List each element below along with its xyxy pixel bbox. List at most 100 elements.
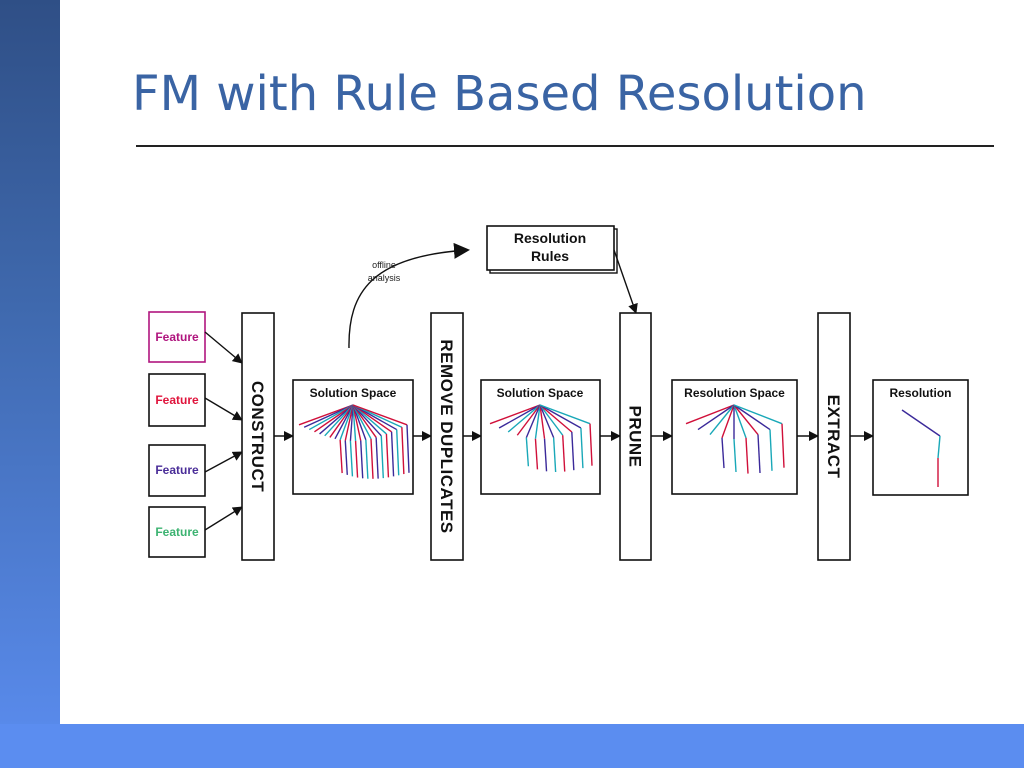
tree-branch <box>507 404 541 433</box>
tree-leaf <box>380 435 384 479</box>
resolution-box: Resolution <box>872 379 969 496</box>
feature-arrow-2 <box>204 397 243 421</box>
resolution-space-label: Resolution Space <box>684 386 785 400</box>
tree-leaf <box>562 435 566 472</box>
resolution-space-box: Resolution Space <box>671 379 798 495</box>
tree-branch <box>539 404 555 438</box>
slide-title: FM with Rule Based Resolution <box>132 66 867 122</box>
tree-branch <box>539 404 573 433</box>
tree-branch <box>334 404 354 440</box>
tree-leaf <box>571 431 575 471</box>
tree-leaf <box>354 440 359 478</box>
tree-branch <box>709 404 735 435</box>
tree-branch <box>733 404 783 425</box>
tree-branch <box>352 404 398 431</box>
resolution-path-segment <box>901 409 941 437</box>
tree-leaf <box>757 434 761 474</box>
prune-label: PRUNE <box>626 405 645 467</box>
tree-leaf <box>580 427 584 469</box>
resolution-path-segment <box>937 435 941 459</box>
tree-leaf <box>390 431 395 477</box>
tree-branch <box>352 404 387 435</box>
tree-branch <box>303 404 354 428</box>
tree-branch <box>344 404 354 441</box>
tree-branch <box>298 404 354 426</box>
tree-branch <box>319 404 354 435</box>
feature-box-3: Feature <box>148 444 206 497</box>
solution-space-tree-2 <box>489 404 593 473</box>
tree-branch <box>733 404 747 439</box>
feature-arrow-1 <box>204 331 243 364</box>
side-accent-bar <box>0 0 60 768</box>
resolution-space-tree <box>685 404 785 474</box>
construct-stage: CONSTRUCT <box>241 312 275 561</box>
tree-leaf <box>344 440 348 475</box>
title-divider <box>136 145 994 147</box>
tree-branch <box>314 404 354 433</box>
tree-branch <box>352 404 362 441</box>
extract-stage: EXTRACT <box>817 312 851 561</box>
remove-duplicates-label: REMOVE DUPLICATES <box>437 339 456 533</box>
tree-leaf <box>396 429 400 476</box>
tree-branch <box>352 404 392 433</box>
feature-label-2: Feature <box>155 393 199 407</box>
tree-branch <box>339 404 354 441</box>
offline-analysis-arrow <box>348 242 470 349</box>
feature-box-2: Feature <box>148 373 206 427</box>
feature-label-3: Feature <box>155 463 199 477</box>
tree-branch <box>539 404 582 429</box>
tree-leaf <box>745 437 749 474</box>
offline-label-line2: analysis <box>368 273 401 283</box>
rules-label-line2: Rules <box>531 248 569 264</box>
tree-leaf <box>349 440 354 477</box>
tree-branch <box>733 404 759 435</box>
tree-leaf <box>534 438 539 470</box>
solution-space-tree-1 <box>298 404 410 479</box>
tree-branch <box>352 404 408 426</box>
resolution-path <box>901 409 941 487</box>
extract-label: EXTRACT <box>824 395 843 479</box>
tree-leaf <box>769 429 773 471</box>
tree-leaf <box>339 439 343 474</box>
tree-leaf <box>589 423 593 466</box>
tree-branch <box>721 404 735 439</box>
tree-branch <box>498 404 541 429</box>
offline-label-line1: offline <box>372 260 396 270</box>
tree-leaf <box>360 440 364 479</box>
feature-label-1: Feature <box>155 330 199 344</box>
prune-stage: PRUNE <box>619 312 652 561</box>
solution-space-box-1: Solution Space <box>292 379 414 495</box>
resolution-rules-box: Resolution Rules <box>486 225 618 274</box>
tree-branch <box>352 404 357 442</box>
tree-branch <box>539 404 546 439</box>
tree-branch <box>329 404 354 438</box>
resolution-label: Resolution <box>890 386 952 400</box>
tree-branch <box>733 404 771 431</box>
tree-leaf <box>733 438 737 473</box>
tree-leaf <box>543 438 548 472</box>
feature-arrow-3 <box>204 451 243 473</box>
rules-label-line1: Resolution <box>514 230 586 246</box>
solution-space-label-1: Solution Space <box>310 386 397 400</box>
tree-branch <box>534 404 541 439</box>
feature-box-1: Feature <box>148 311 206 363</box>
tree-branch <box>308 404 354 431</box>
tree-branch <box>352 404 372 440</box>
tree-leaf <box>552 437 557 473</box>
tree-leaf <box>401 427 405 475</box>
tree-branch <box>489 404 541 425</box>
remove-duplicates-stage: REMOVE DUPLICATES <box>430 312 464 561</box>
tree-leaf <box>370 438 374 479</box>
tree-leaf <box>721 437 725 469</box>
tree-leaf <box>781 423 785 468</box>
feature-label-4: Feature <box>155 525 199 539</box>
tree-branch <box>685 404 735 425</box>
feature-box-4: Feature <box>148 506 206 558</box>
feature-arrow-4 <box>204 506 243 531</box>
tree-branch <box>516 404 541 436</box>
tree-branch <box>352 404 367 441</box>
construct-label: CONSTRUCT <box>248 381 267 492</box>
tree-leaf <box>406 424 410 473</box>
tree-leaf <box>375 437 379 479</box>
